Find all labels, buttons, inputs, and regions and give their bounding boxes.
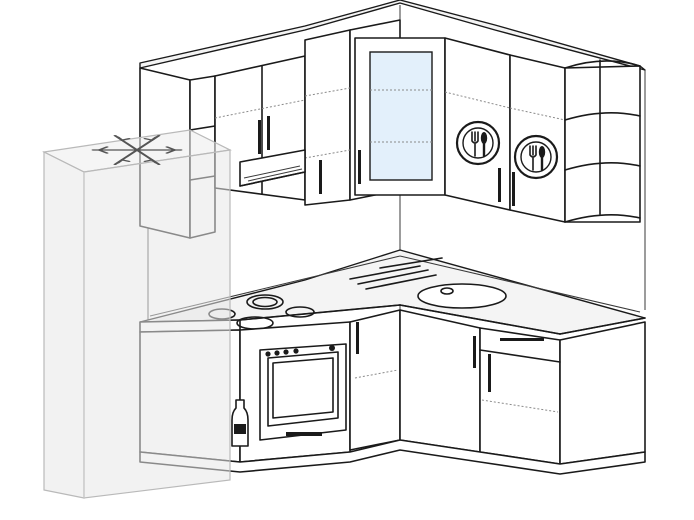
snowflake-icon: [91, 134, 183, 166]
glass-door: [369, 51, 433, 181]
base-cabinets: [139, 309, 646, 475]
fridge: [42, 129, 232, 499]
utensils-icon: [455, 120, 501, 166]
bottle-icon: [231, 399, 249, 447]
sink: [349, 257, 507, 309]
utensils-icon: [513, 134, 559, 180]
upper-handles: [258, 116, 515, 206]
